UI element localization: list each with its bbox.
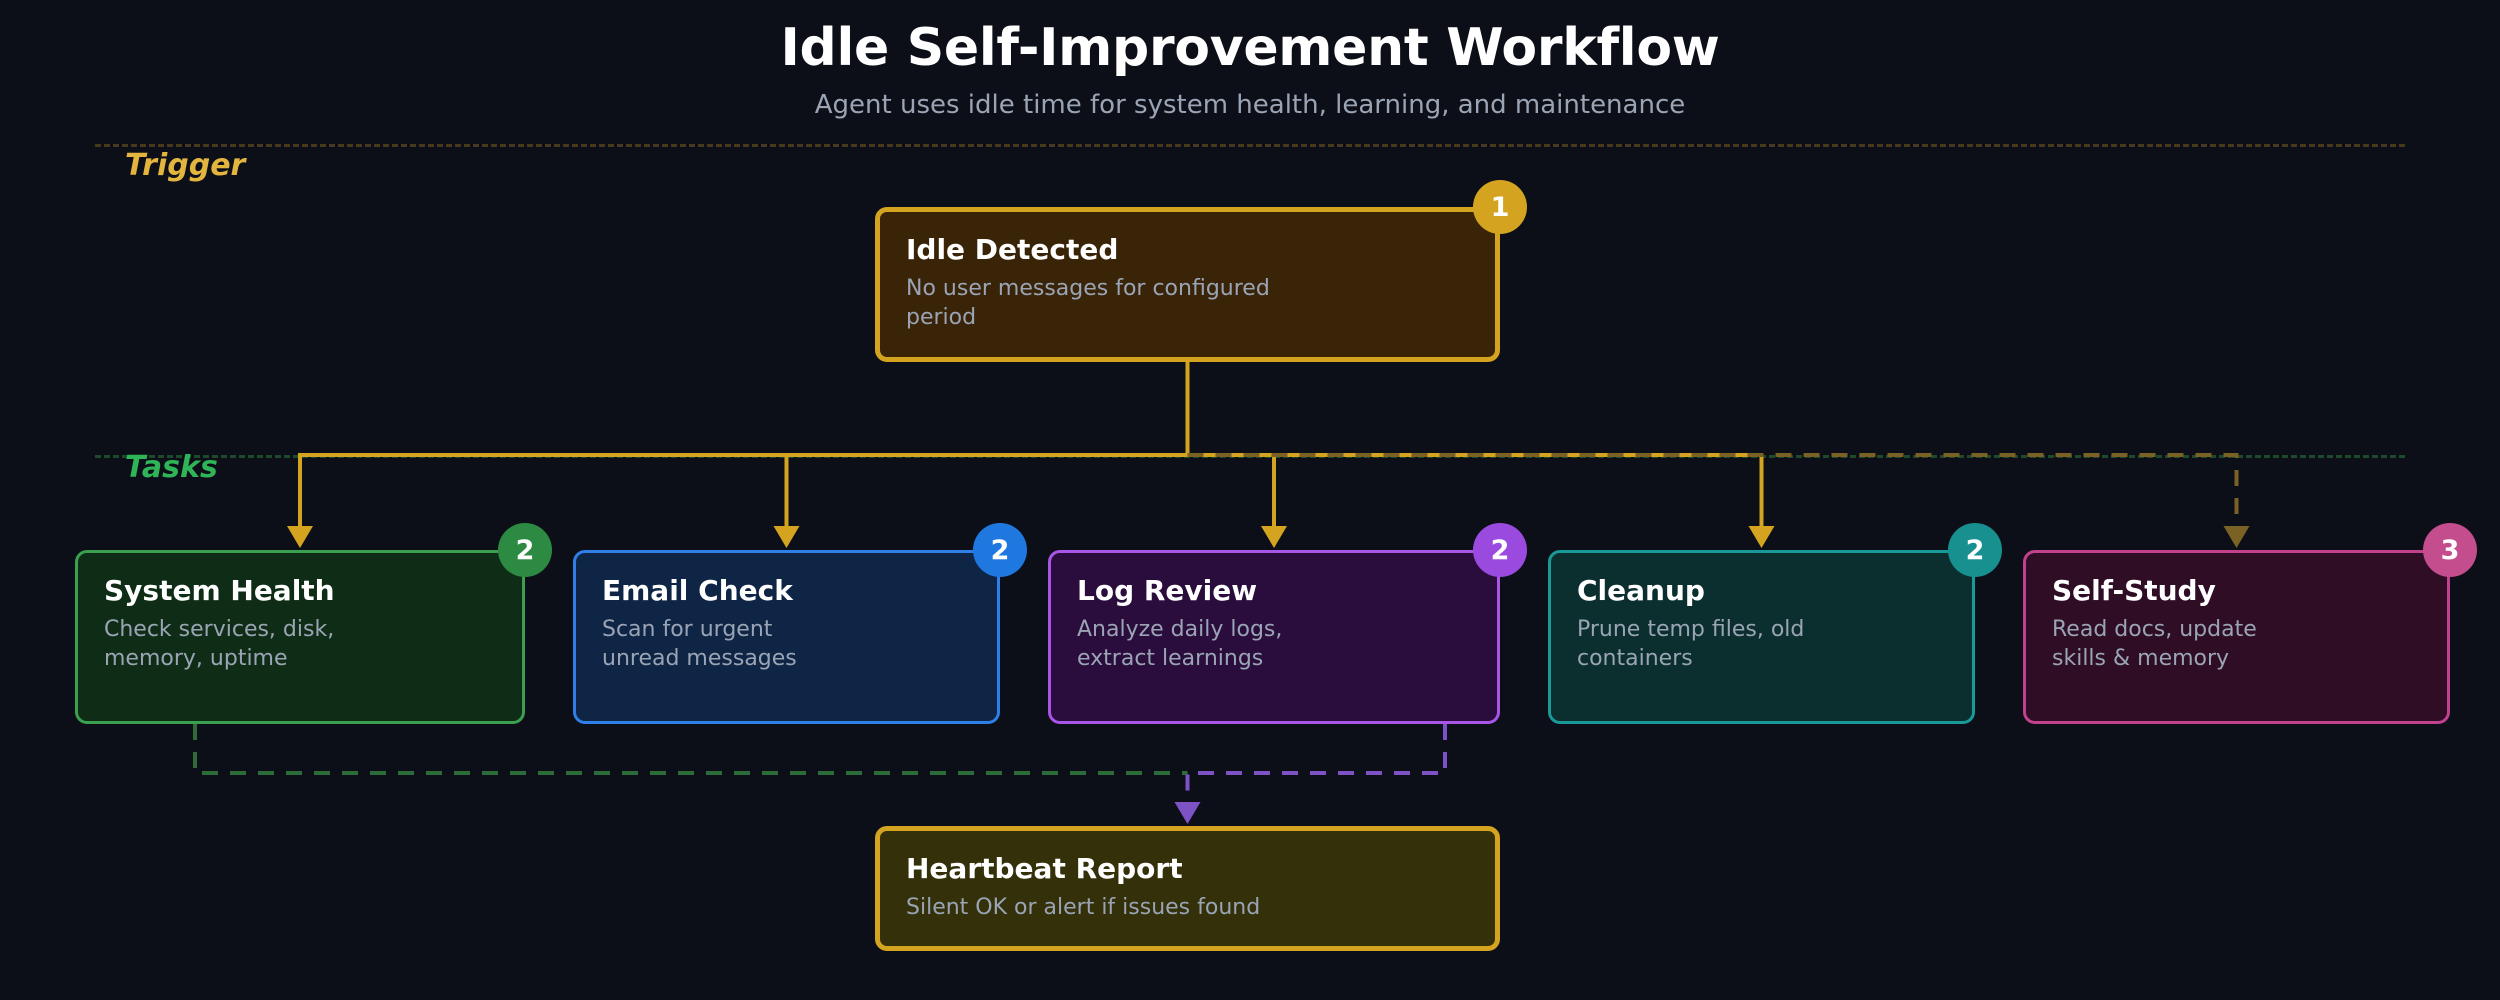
node-desc-heartbeat-report: Silent OK or alert if issues found [906,895,1261,921]
node-title-idle-detected: Idle Detected [906,233,1119,266]
arrowhead-log-review [1261,526,1287,548]
edge-bus-to-log-review [1187,453,1276,528]
node-badge-log-review: 2 [1473,523,1527,577]
node-badge-email-check: 2 [973,523,1027,577]
lane-label-trigger: Trigger [125,148,246,183]
page-subtitle: Agent uses idle time for system health, … [814,90,1686,121]
node-title-log-review: Log Review [1077,574,1258,607]
node-badge-cleanup: 2 [1948,523,2002,577]
node-badge-idle-detected: 1 [1473,180,1527,234]
edge-bus-to-email-check [784,453,1188,528]
edge-bus-to-self-study [1187,453,2239,528]
node-title-self-study: Self-Study [2052,574,2216,607]
node-title-cleanup: Cleanup [1577,574,1705,607]
arrowhead-self-study [2223,526,2250,548]
node-idle-detected[interactable]: Idle Detected No user messages for config… [875,207,1500,362]
edge-log-review-to-heartbeat [1185,724,1447,804]
lane-separator-trigger [95,144,2405,147]
node-title-email-check: Email Check [602,574,793,607]
node-badge-self-study: 3 [2423,523,2477,577]
edge-bus-to-cleanup [1187,453,1764,528]
lane-separator-tasks [95,455,2405,458]
node-desc-system-health: Check services, disk, memory, uptime [104,617,335,672]
diagram-header: Idle Self-Improvement Workflow Agent use… [0,18,2500,121]
edge-bus-to-system-health [298,453,1188,528]
node-desc-email-check: Scan for urgent unread messages [602,617,797,672]
arrowhead-system-health [287,526,313,548]
edge-system-health-to-heartbeat [193,724,1188,775]
node-title-heartbeat-report: Heartbeat Report [906,852,1183,885]
node-desc-idle-detected: No user messages for configured period [906,276,1270,331]
node-badge-system-health: 2 [498,523,552,577]
arrowhead-cleanup [1748,526,1775,548]
page-title: Idle Self-Improvement Workflow [780,18,1720,78]
node-desc-cleanup: Prune temp files, old containers [1577,617,1805,672]
lane-label-tasks: Tasks [125,450,218,485]
node-desc-self-study: Read docs, update skills & memory [2052,617,2257,672]
node-title-system-health: System Health [104,574,335,607]
arrowhead-email-check [773,526,800,548]
node-desc-log-review: Analyze daily logs, extract learnings [1077,617,1283,672]
arrowhead-heartbeat-report [1174,802,1201,824]
